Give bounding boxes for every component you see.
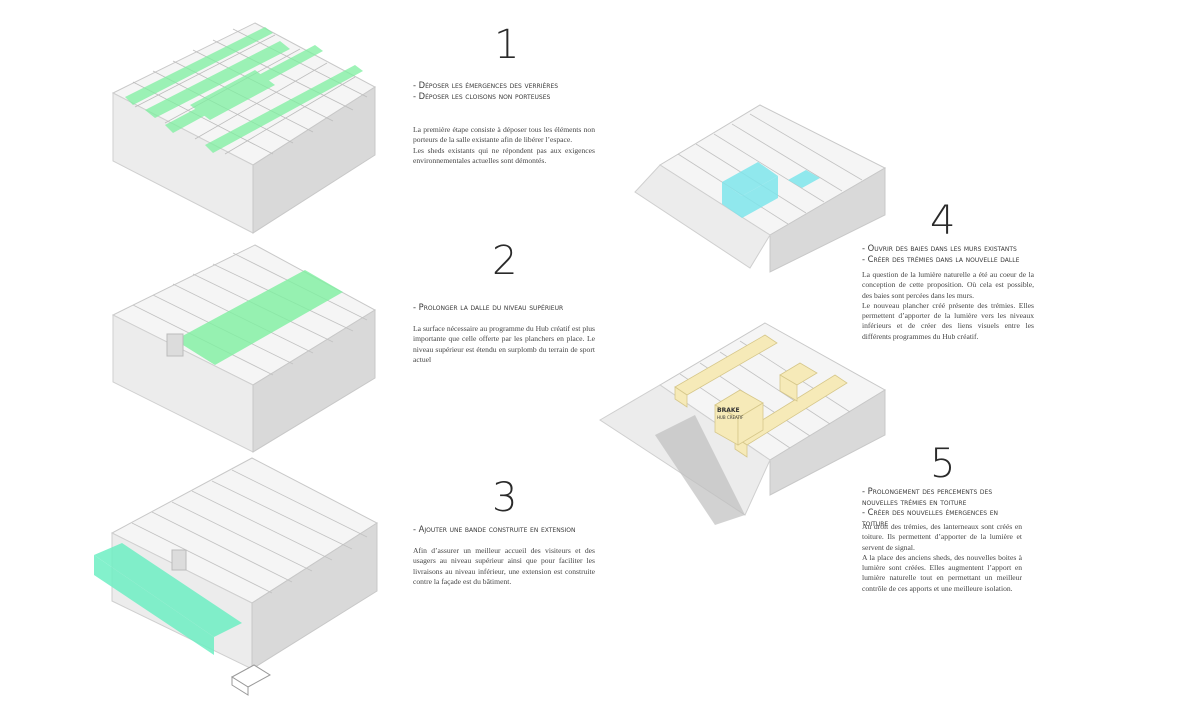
step-5-bullet: - Créer des nouvelles émergences en toit… xyxy=(862,507,999,528)
step-1-description: La première étape consiste à déposer tou… xyxy=(413,125,595,166)
step-5-bullet: - Prolongement des percements des nouvel… xyxy=(862,486,993,507)
step-3-mint-extension xyxy=(94,543,242,655)
step-5-number: 5 xyxy=(930,441,956,487)
step-2-green-slab xyxy=(175,270,343,365)
step-2-description: La surface nécessaire au programme du Hu… xyxy=(413,324,595,365)
step-5-paragraph: Au droit des trémies, des lanterneaux so… xyxy=(862,522,1022,552)
step-4-bullets: - Ouvrir des baies dans les murs existan… xyxy=(862,243,1019,264)
step-4-paragraph: La question de la lumière naturelle a ét… xyxy=(862,270,1034,300)
step-4-axonometric xyxy=(634,104,887,273)
step-3-axonometric xyxy=(94,457,378,696)
brake-sign-line2: HUB CREATIF xyxy=(717,415,744,420)
step-5-paragraph: A la place des anciens sheds, des nouvel… xyxy=(862,552,1022,593)
step-1-bullet: - Déposer les cloisons non porteuses xyxy=(413,90,551,101)
step-3-bullet: - Ajouter une bande construite en extens… xyxy=(413,524,576,534)
step-2-bullet: - Prolonger la dalle du niveau supérieur xyxy=(413,302,564,312)
step-3-bullets: - Ajouter une bande construite en extens… xyxy=(413,524,576,535)
step-2-paragraph: La surface nécessaire au programme du Hu… xyxy=(413,324,595,364)
step-1-bullets: - Déposer les émergences des verrières -… xyxy=(413,80,558,101)
step-4-bullet: - Créer des trémies dans la nouvelle dal… xyxy=(862,253,1020,264)
step-4-number: 4 xyxy=(930,198,956,244)
step-5-description: Au droit des trémies, des lanterneaux so… xyxy=(862,522,1022,594)
step-5-axonometric: BRAKE HUB CREATIF xyxy=(599,322,886,525)
step-3-description: Afin d’assurer un meilleur accueil des v… xyxy=(413,546,595,587)
step-5-bullets: - Prolongement des percements des nouvel… xyxy=(862,486,1022,528)
step-3-number: 3 xyxy=(492,475,518,521)
step-1-paragraph: La première étape consiste à déposer tou… xyxy=(413,125,595,145)
step-1-bullet: - Déposer les émergences des verrières xyxy=(413,80,559,90)
step-4-paragraph: Le nouveau plancher créé présente des tr… xyxy=(862,300,1034,341)
step-1-number: 1 xyxy=(494,22,520,68)
step-2-number: 2 xyxy=(492,238,518,284)
step-2-bullets: - Prolonger la dalle du niveau supérieur xyxy=(413,302,563,313)
step-2-axonometric xyxy=(111,244,376,453)
step-1-axonometric xyxy=(111,22,376,234)
step-5-yellow-volumes xyxy=(674,334,848,458)
step-4-description: La question de la lumière naturelle a ét… xyxy=(862,270,1034,342)
step-4-bullet: - Ouvrir des baies dans les murs existan… xyxy=(862,243,1017,253)
step-1-paragraph: Les sheds existants qui ne répondent pas… xyxy=(413,145,595,165)
step-4-cyan-openings xyxy=(722,162,820,218)
brake-sign-line1: BRAKE xyxy=(717,407,740,414)
delivery-van-icon xyxy=(231,664,271,696)
step-1-green-highlights xyxy=(125,27,363,153)
step-3-paragraph: Afin d’assurer un meilleur accueil des v… xyxy=(413,546,595,586)
